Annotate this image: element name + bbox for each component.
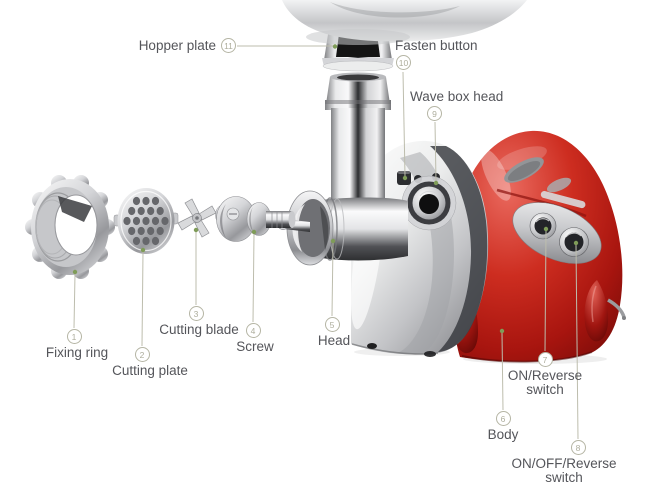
label-on-reverse-switch: 7 ON/Reverse switch [503, 352, 587, 397]
part-number-badge: 10 [396, 55, 411, 70]
part-number-badge: 4 [245, 323, 261, 338]
part-number-badge: 2 [134, 347, 150, 362]
part-label: Hopper plate [138, 37, 216, 53]
part-number-badge: 7 [537, 352, 553, 367]
part-label: Fixing ring [45, 345, 109, 360]
part-number-badge: 6 [495, 411, 511, 426]
leader-lines [73, 45, 579, 440]
part-number-badge: 9 [427, 106, 442, 121]
on-off-reverse-switch-button [559, 227, 589, 257]
label-cutting-plate: 2 Cutting plate [110, 347, 190, 378]
hopper-plate-part [282, 0, 527, 72]
part-number-badge: 3 [188, 306, 204, 321]
part-number-badge: 8 [570, 440, 586, 455]
label-cutting-blade: 3 Cutting blade [157, 306, 241, 337]
part-label: Cutting plate [112, 363, 188, 378]
cutting-blade-part [177, 198, 217, 238]
label-on-off-reverse-switch: 8 ON/OFF/Reverse switch [506, 440, 622, 484]
part-label: Head [317, 333, 351, 348]
label-body: 6 Body [463, 411, 543, 442]
label-screw: 4 Screw [215, 323, 295, 354]
screw-part [215, 196, 296, 242]
label-hopper-plate: Hopper plate 11 [0, 38, 236, 53]
part-label: ON/Reverse switch [507, 368, 583, 397]
power-cord [607, 298, 626, 320]
label-head: 5 Head [294, 317, 374, 348]
part-label: Cutting blade [159, 322, 239, 337]
wave-box-head-part [401, 173, 457, 231]
feed-tube [325, 72, 391, 208]
part-label: Body [487, 427, 519, 442]
part-label: Screw [236, 339, 274, 354]
on-reverse-switch-button [529, 212, 557, 240]
part-number-badge: 1 [66, 329, 82, 344]
control-panel [512, 202, 602, 264]
part-number-badge: 11 [221, 38, 236, 53]
part-number-badge: 5 [324, 317, 340, 332]
part-label: ON/OFF/Reverse switch [511, 456, 617, 484]
part-label: Fasten button [395, 38, 478, 53]
label-wave-box-head: Wave box head 9 [410, 90, 503, 121]
label-fixing-ring: 1 Fixing ring [37, 329, 117, 360]
label-fasten-button: Fasten button 10 [395, 39, 478, 70]
part-label: Wave box head [410, 89, 504, 104]
handle-cutout [504, 157, 572, 193]
cutting-plate-part [113, 188, 179, 254]
marker-dots [72, 44, 579, 334]
fixing-ring-part [25, 175, 115, 279]
